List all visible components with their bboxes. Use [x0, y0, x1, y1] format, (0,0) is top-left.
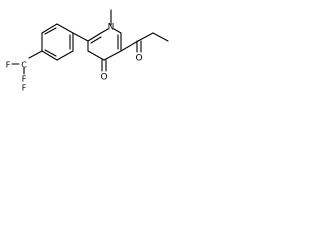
molecule-structure-diagram: N O O C F F F — [6, 9, 169, 93]
bond-c3-carbonyl — [120, 40, 139, 52]
bond-ph-1 — [56, 23, 74, 34]
atom-cf3-c-label: C — [21, 61, 27, 70]
bond-ph-4 — [41, 50, 58, 61]
butanoyl-group — [120, 32, 169, 53]
atom-n-label: N — [108, 23, 115, 33]
atom-f2-label: F — [22, 75, 27, 84]
bond-ph-cf3 — [28, 50, 43, 59]
bond-ph-2 — [41, 23, 58, 34]
phenyl-ring — [41, 23, 89, 61]
atom-f1-label: F — [6, 61, 11, 70]
bond-c6-n1 — [100, 28, 109, 34]
bond-ph-5 — [56, 50, 74, 61]
bond-c5-c6-double — [90, 36, 102, 44]
atom-f3-label: F — [22, 84, 27, 93]
bond-ph-4-double — [44, 49, 57, 57]
atom-o-butanoyl-label: O — [135, 54, 142, 64]
atom-o-ring-label: O — [100, 73, 107, 83]
bond-chain-1 — [137, 32, 154, 42]
bond-n1-c2 — [113, 28, 122, 34]
bond-chain-2 — [152, 32, 169, 42]
bond-c5-phenyl — [72, 32, 89, 42]
bond-c4-c5b — [87, 50, 105, 61]
bond-ph-2-double — [44, 27, 57, 35]
bond-c3-c4 — [103, 50, 122, 61]
bond-c5-c6 — [87, 32, 102, 42]
pyridinone-ring — [87, 28, 122, 61]
